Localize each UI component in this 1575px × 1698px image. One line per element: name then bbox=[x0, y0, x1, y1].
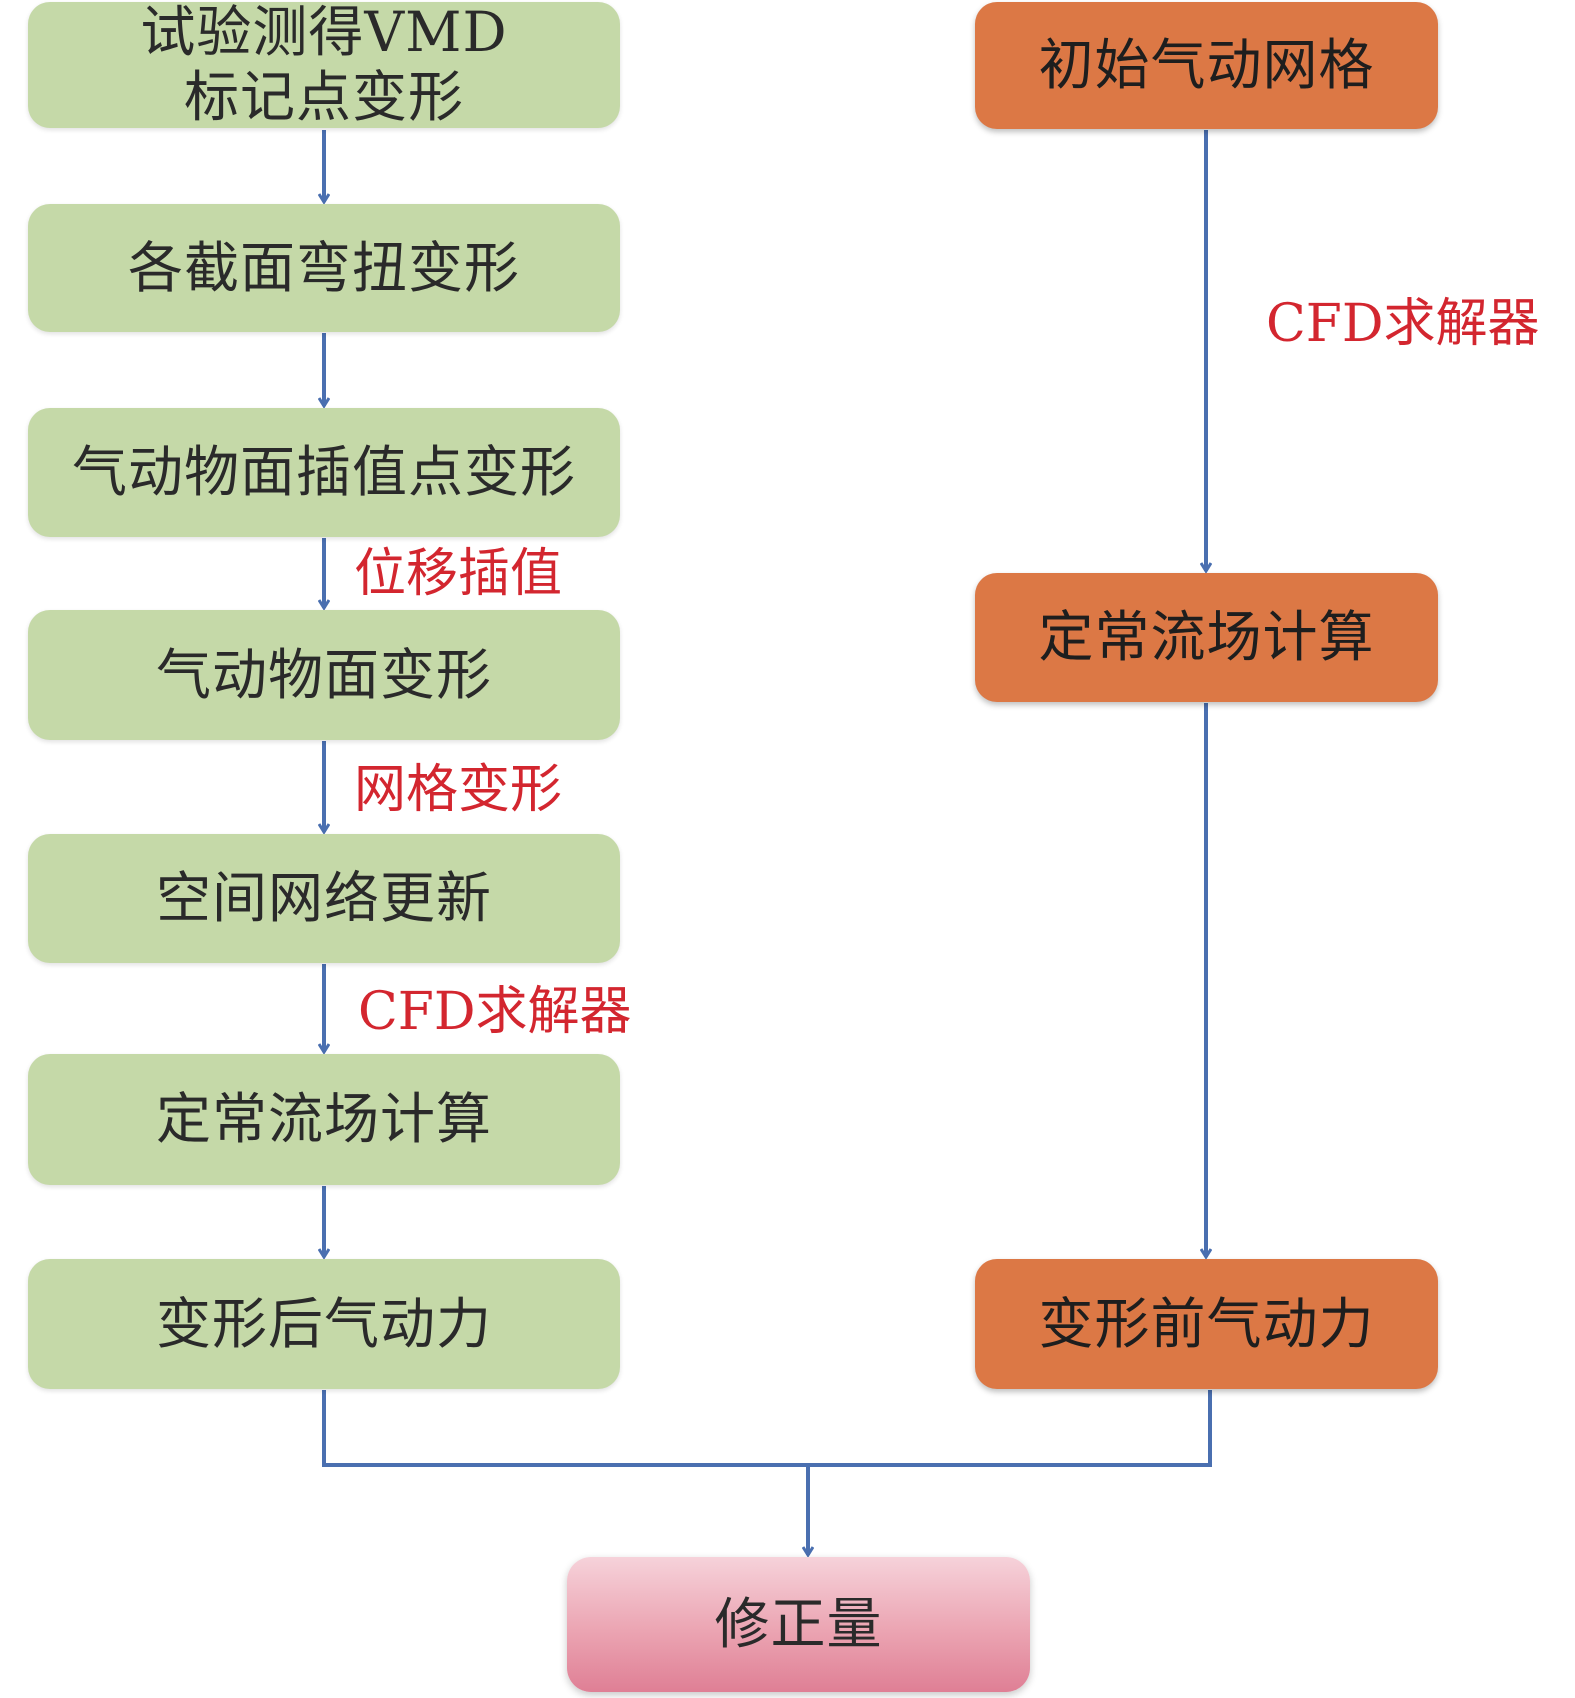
node-correction-amount: 修正量 bbox=[567, 1557, 1030, 1692]
edge-label-right-cfd-solver: CFD求解器 bbox=[1266, 294, 1540, 354]
node-initial-aero-mesh-label: 初始气动网格 bbox=[1038, 33, 1375, 98]
node-post-deformation-force: 变形后气动力 bbox=[28, 1259, 620, 1389]
node-spatial-mesh-update: 空间网络更新 bbox=[28, 834, 620, 963]
edge-label-left-cfd-solver: CFD求解器 bbox=[358, 982, 632, 1042]
node-right-steady-flow: 定常流场计算 bbox=[975, 573, 1438, 702]
node-vmd-marker-deformation: 试验测得VMD 标记点变形 bbox=[28, 0, 620, 129]
merge-line bbox=[322, 1390, 1212, 1467]
node-post-deformation-force-label: 变形后气动力 bbox=[155, 1291, 492, 1356]
node-initial-aero-mesh: 初始气动网格 bbox=[975, 2, 1438, 129]
node-left-steady-flow: 定常流场计算 bbox=[28, 1054, 620, 1185]
edge-label-mesh-deform: 网格变形 bbox=[354, 760, 563, 820]
node-correction-amount-label: 修正量 bbox=[714, 1592, 883, 1657]
node-pre-deformation-force-label: 变形前气动力 bbox=[1038, 1291, 1375, 1356]
node-surface-interp-points-label: 气动物面插值点变形 bbox=[71, 440, 576, 505]
node-surface-deformation-label: 气动物面变形 bbox=[155, 642, 492, 707]
node-right-steady-flow-label: 定常流场计算 bbox=[1038, 605, 1375, 670]
node-surface-interp-points: 气动物面插值点变形 bbox=[28, 408, 620, 537]
node-spatial-mesh-update-label: 空间网络更新 bbox=[155, 866, 492, 931]
node-left-steady-flow-label: 定常流场计算 bbox=[155, 1087, 492, 1152]
node-section-bend-twist-label: 各截面弯扭变形 bbox=[127, 235, 520, 300]
node-pre-deformation-force: 变形前气动力 bbox=[975, 1259, 1438, 1389]
edge-label-displacement-interp: 位移插值 bbox=[354, 544, 563, 604]
node-vmd-line-1: 试验测得VMD bbox=[140, 0, 508, 65]
node-section-bend-twist: 各截面弯扭变形 bbox=[28, 204, 620, 332]
node-vmd-line-2: 标记点变形 bbox=[183, 65, 464, 129]
node-surface-deformation: 气动物面变形 bbox=[28, 610, 620, 740]
